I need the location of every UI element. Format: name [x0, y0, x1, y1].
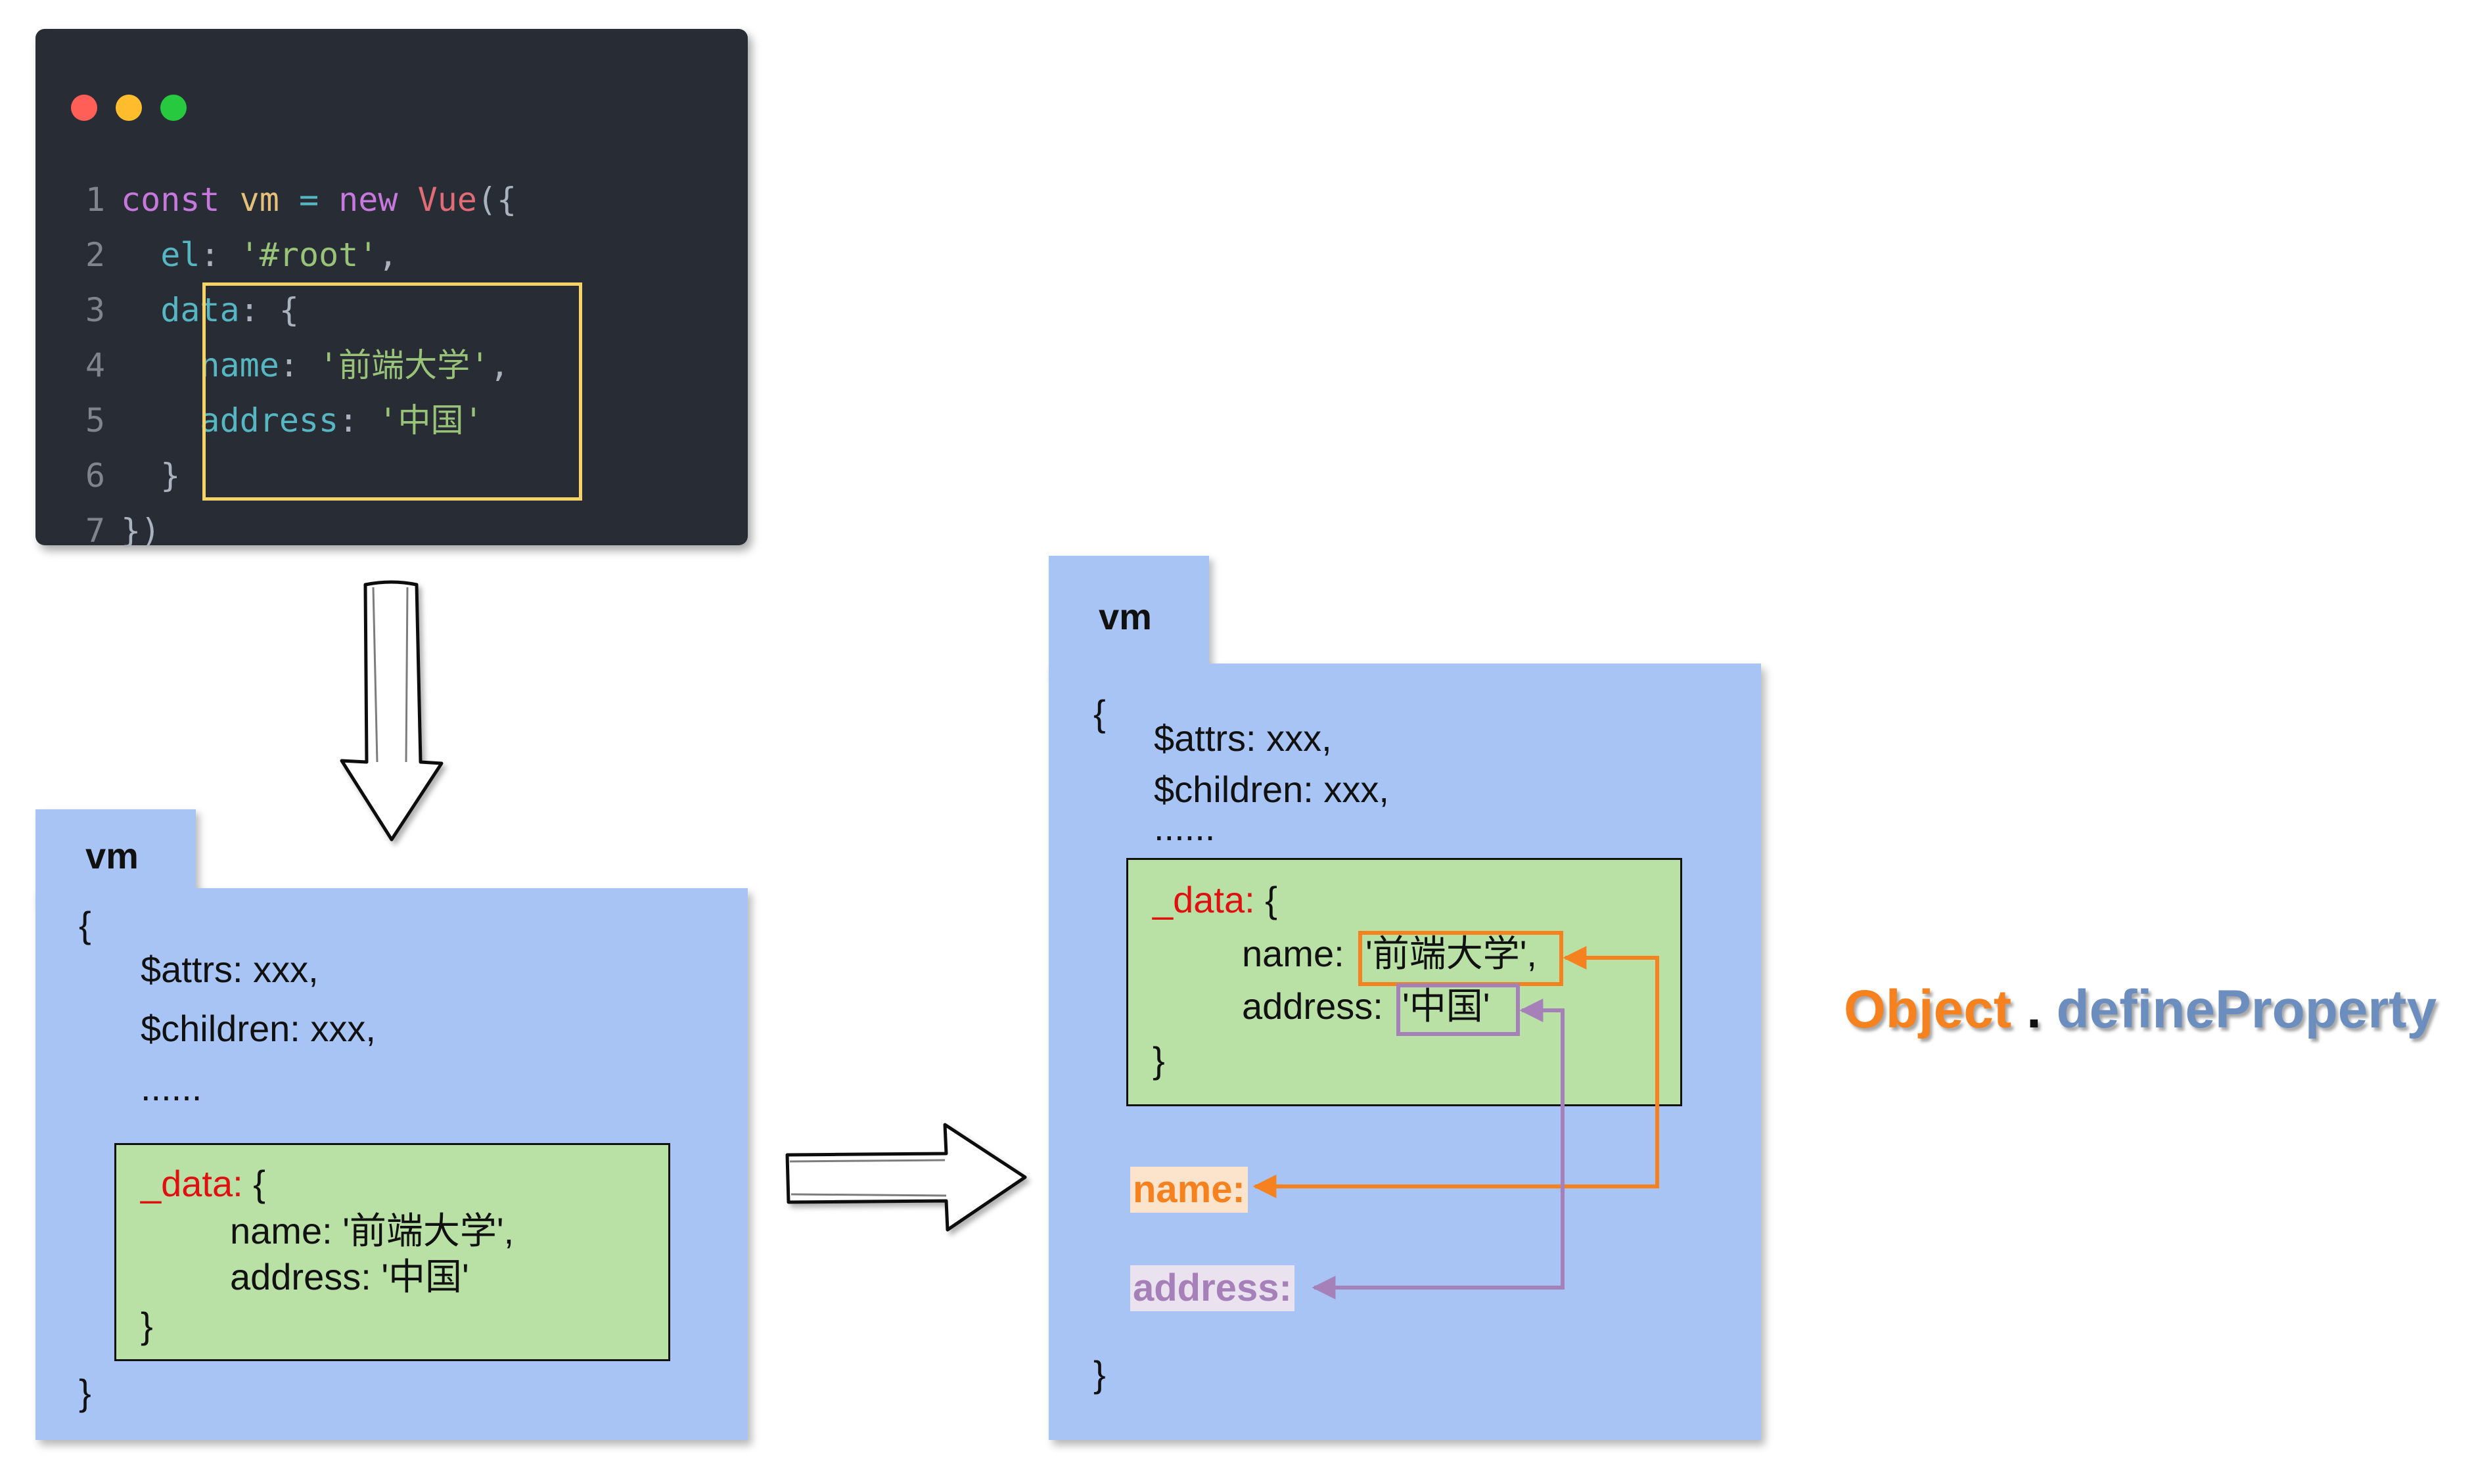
vm-left-address: address: '中国'	[230, 1256, 469, 1297]
code-token: '前端大学'	[319, 346, 490, 384]
code-token: const	[121, 181, 220, 219]
vm-left-ellipsis: ......	[141, 1067, 202, 1108]
code-line: 3 data: {	[35, 282, 299, 338]
code-token: })	[121, 512, 161, 550]
vm-left-data-box	[114, 1143, 670, 1361]
line-number: 2	[85, 236, 105, 274]
code-line: 7})	[35, 503, 160, 558]
code-token: ({	[476, 181, 517, 219]
line-number: 6	[85, 457, 105, 495]
code-token: el	[160, 236, 200, 274]
code-token: }	[160, 457, 181, 495]
code-token: name	[200, 346, 279, 384]
code-token: =	[298, 181, 319, 219]
name-connector	[1252, 946, 1659, 1198]
formula-object: Object	[1844, 979, 2012, 1039]
code-token: :	[200, 236, 240, 274]
vm-left-data-key: _data:	[141, 1163, 243, 1204]
vm-right-data-open: {	[1254, 879, 1277, 920]
code-token: ,	[378, 236, 398, 274]
vm-right-ellipsis: ......	[1154, 807, 1216, 848]
vm-right-data-line: _data: {	[1153, 882, 1277, 918]
vm-left-open-brace: {	[79, 904, 91, 945]
formula-method: defineProperty	[2056, 979, 2437, 1039]
down-arrow	[340, 580, 444, 842]
vm-right-attrs: $attrs: xxx,	[1154, 717, 1332, 759]
vm-right-data-key: _data:	[1153, 879, 1255, 920]
code-token: address	[200, 401, 339, 439]
line-number: 5	[85, 401, 105, 439]
vm-left-data-close: }	[141, 1305, 153, 1346]
code-line: 4 name: '前端大学',	[35, 338, 510, 393]
vm-left-children: $children: xxx,	[141, 1008, 376, 1049]
code-token: :	[279, 346, 319, 384]
line-number: 4	[85, 346, 105, 384]
proxy-name-chip: name:	[1130, 1167, 1248, 1213]
line-number: 3	[85, 291, 105, 329]
proxy-address-chip: address:	[1130, 1265, 1294, 1311]
code-token: vm	[239, 181, 279, 219]
name-value-outline	[1358, 931, 1563, 986]
minimize-window-dot	[116, 95, 142, 121]
vm-left-name: name: '前端大学',	[230, 1210, 515, 1251]
code-line: 6 }	[35, 448, 180, 503]
vm-left-close-brace: }	[79, 1372, 91, 1413]
code-token: '中国'	[378, 401, 484, 439]
code-token: Vue	[417, 181, 477, 219]
vm-right-children: $children: xxx,	[1154, 769, 1389, 810]
vm-left-data-line: _data: {	[141, 1165, 265, 1202]
address-connector	[1312, 999, 1565, 1299]
code-token: ,	[490, 346, 510, 384]
vm-left-attrs: $attrs: xxx,	[141, 949, 319, 990]
down-arrow-sketch	[372, 587, 409, 763]
close-window-dot	[71, 95, 97, 121]
object-define-property-label: Object . defineProperty	[1844, 979, 2437, 1041]
address-value-outline	[1396, 983, 1520, 1036]
vm-right-close-brace: }	[1093, 1353, 1106, 1395]
vm-right-data-close: }	[1153, 1039, 1165, 1081]
code-token: data	[160, 291, 240, 329]
vm-left-label: vm	[85, 835, 139, 876]
code-token: '#root'	[239, 236, 378, 274]
vm-right-open-brace: {	[1093, 692, 1106, 734]
code-token: : {	[239, 291, 299, 329]
formula-dot: .	[2011, 979, 2057, 1039]
right-arrow-sketch	[789, 1159, 947, 1197]
line-number: 7	[85, 512, 105, 550]
code-token: new	[338, 181, 398, 219]
vm-left-data-open: {	[242, 1163, 265, 1204]
line-number: 1	[85, 181, 105, 219]
code-line: 5 address: '中国'	[35, 393, 484, 448]
code-token: :	[338, 401, 378, 439]
data-highlight-box	[202, 282, 582, 501]
vm-right-label: vm	[1099, 596, 1152, 637]
right-arrow	[785, 1123, 1027, 1232]
code-line: 1 const vm = new Vue({	[35, 172, 516, 227]
maximize-window-dot	[160, 95, 187, 121]
code-line: 2 el: '#root',	[35, 227, 398, 282]
